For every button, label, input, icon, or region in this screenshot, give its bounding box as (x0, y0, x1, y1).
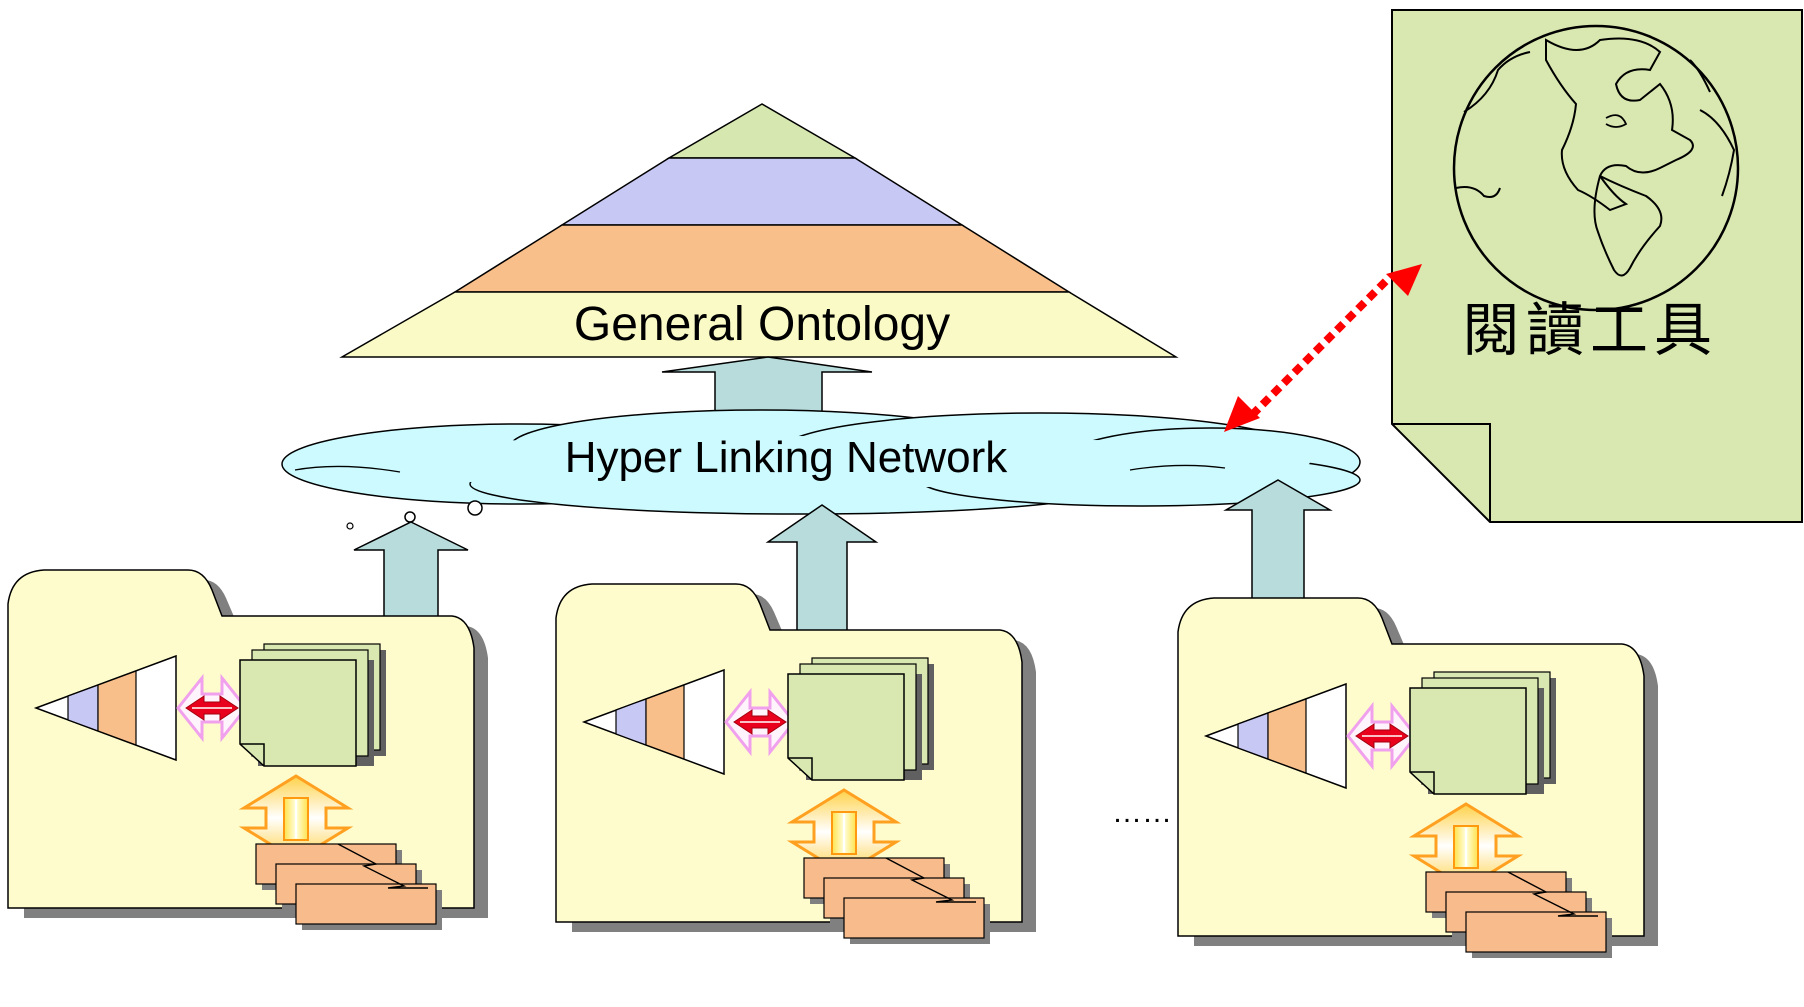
link-arrowhead-tool (1386, 264, 1422, 296)
hyper-linking-network-label: Hyper Linking Network (565, 433, 1009, 482)
reading-tool-document: 閱讀工具 (1391, 9, 1803, 523)
ontology-layer-2 (559, 157, 965, 226)
general-ontology-pyramid: General Ontology (339, 103, 1179, 358)
network-reading-tool-link-arrow (1224, 264, 1422, 432)
repo-1-up-arrow (353, 521, 469, 631)
network-to-ontology-arrow (661, 356, 873, 419)
ontology-layer-1 (666, 103, 858, 159)
general-ontology-label: General Ontology (574, 298, 950, 351)
more-repositories-ellipsis: …… (1112, 796, 1172, 829)
thought-bubble-large (467, 500, 483, 516)
repo-2-up-arrow (765, 504, 879, 647)
hyper-linking-network-cloud: Hyper Linking Network (281, 409, 1361, 530)
repository-folder-3 (1176, 596, 1660, 960)
thought-bubble-medium (404, 511, 416, 523)
repository-folder-1 (6, 568, 490, 932)
ontology-layer-3 (452, 224, 1072, 293)
ontology-layer-4 (339, 291, 1179, 358)
reading-tool-label: 閱讀工具 (1462, 296, 1718, 364)
thought-bubble-small (346, 522, 354, 530)
link-arrowhead-network (1224, 396, 1260, 432)
repository-folder-2 (554, 582, 1038, 946)
globe-icon (1452, 24, 1740, 312)
